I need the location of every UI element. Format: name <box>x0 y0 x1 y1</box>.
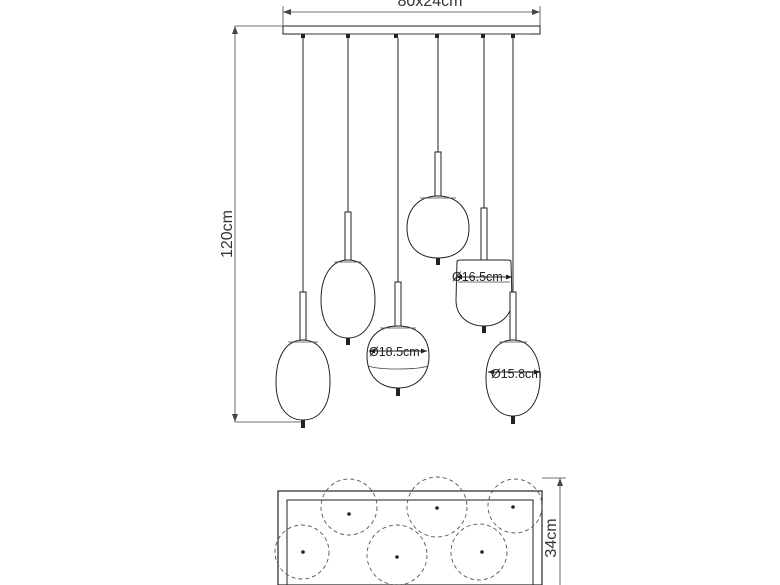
diameter-label-15-8: Ø15.8cm <box>491 367 542 381</box>
plan-shade-outline <box>406 476 468 538</box>
height-label: 120cm <box>219 210 236 258</box>
height-dimension: 120cm <box>219 25 305 423</box>
pendant-2 <box>320 38 376 345</box>
plan-shade-outline <box>366 524 428 585</box>
plan-view <box>274 476 543 585</box>
plan-shade-outline <box>320 478 378 536</box>
plan-shade-outline <box>450 523 508 581</box>
canopy-width-label: 80x24cm <box>398 0 463 10</box>
plan-shade-outline <box>487 478 543 534</box>
pendant-6: Ø15.8cm <box>485 38 542 424</box>
pendant-3: Ø18.5cm <box>366 38 430 396</box>
depth-dimension: 34cm <box>542 477 566 585</box>
diameter-label-16-5: Ø16.5cm <box>452 270 503 284</box>
plan-shade-outline <box>274 524 330 580</box>
canopy-width-dimension: 80x24cm <box>282 0 541 26</box>
diameter-label-18-5: Ø18.5cm <box>369 345 420 359</box>
pendant-5: Ø16.5cm <box>452 38 513 333</box>
depth-label: 34cm <box>543 518 560 557</box>
pendant-1 <box>275 38 331 428</box>
pendant-4 <box>406 38 470 265</box>
canopy <box>282 25 541 38</box>
